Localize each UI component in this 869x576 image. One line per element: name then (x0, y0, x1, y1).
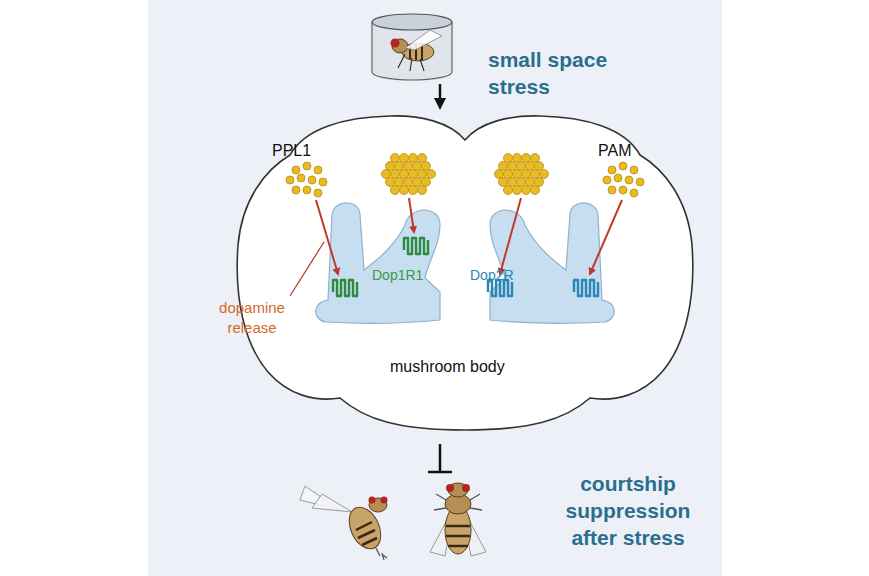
stress-heading: small space stress (488, 46, 658, 100)
female-fly (430, 483, 486, 556)
ppl1-dopamine-cluster (286, 162, 327, 197)
neuron-label: PPL1 (272, 140, 332, 161)
receptor-symbols (333, 238, 598, 296)
panel-background (148, 0, 722, 576)
structure-label: mushroom body (390, 356, 540, 377)
receptor-label: Dop2R (470, 266, 540, 284)
outcome-heading: courtship suppression after stress (548, 470, 708, 551)
inhibition-symbol (428, 444, 452, 472)
leader-line (290, 242, 324, 296)
pam-neuron-cluster (495, 154, 549, 195)
small-space-container (372, 14, 452, 80)
pam-neuron-cluster (382, 154, 436, 195)
brain-outline (237, 116, 693, 430)
dopamine-arrows (316, 198, 622, 274)
receptor-label: Dop1R1 (372, 266, 442, 284)
neuron-label: PAM (598, 140, 658, 161)
pam-small-dopamine-cluster (603, 162, 644, 197)
male-fly (300, 486, 388, 560)
callout-label: dopamine release (206, 298, 298, 338)
down-arrow (439, 84, 442, 106)
